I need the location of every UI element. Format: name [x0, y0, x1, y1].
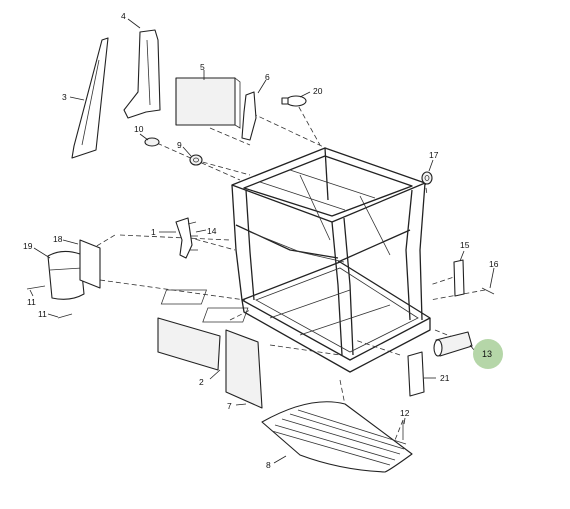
cab-frame — [160, 147, 431, 373]
part-19-cover — [47, 250, 85, 300]
callout-11a: 11 — [27, 297, 36, 307]
callout-1: 1 — [151, 227, 156, 237]
part-14-screws — [187, 221, 198, 251]
callout-12: 12 — [400, 408, 410, 418]
callout-2: 2 — [199, 377, 204, 387]
part-8-floor-mat — [261, 401, 413, 473]
part-5-rear-panel — [175, 77, 236, 126]
dashed-assembly-lines — [89, 99, 486, 441]
part-10-grommet — [144, 137, 160, 147]
callout-11b: 11 — [38, 309, 47, 319]
part-16-bolt — [481, 287, 495, 295]
callout-20: 20 — [313, 86, 323, 96]
part-13-handle — [433, 331, 473, 357]
callout-5: 5 — [200, 62, 205, 72]
part-11-bolts — [26, 285, 73, 319]
part-6-bracket — [241, 91, 257, 141]
part-1-mount-bracket — [175, 217, 193, 259]
callout-6: 6 — [265, 72, 270, 82]
part-17-plug — [421, 171, 433, 185]
callout-17: 17 — [429, 150, 439, 160]
part-18-plate — [79, 239, 101, 289]
callout-leaders — [29, 18, 495, 464]
callout-19: 19 — [23, 241, 33, 251]
highlight-circle-13[interactable] — [473, 339, 503, 369]
part-4-pillar-trim — [123, 29, 161, 119]
callout-15: 15 — [460, 240, 470, 250]
part-9-grommet — [189, 154, 203, 166]
part-2-floor-panel — [157, 317, 221, 371]
callout-4: 4 — [121, 11, 126, 21]
callout-14: 14 — [207, 226, 217, 236]
callout-7: 7 — [227, 401, 232, 411]
part-3-side-panel — [71, 37, 109, 159]
callout-13[interactable]: 13 — [482, 349, 492, 359]
callout-8: 8 — [266, 460, 271, 470]
part-20-dome-light — [281, 95, 307, 107]
callout-10: 10 — [134, 124, 144, 134]
part-15-bracket — [453, 259, 465, 297]
callout-16: 16 — [489, 259, 499, 269]
callout-3: 3 — [62, 92, 67, 102]
callout-labels: 1 2 3 4 5 6 7 8 9 10 11 11 12 13 14 15 1… — [23, 11, 499, 470]
callout-18: 18 — [53, 234, 63, 244]
part-7-side-panel — [225, 329, 263, 409]
part-21-step — [407, 351, 425, 397]
callout-9: 9 — [177, 140, 182, 150]
callout-21: 21 — [440, 373, 450, 383]
